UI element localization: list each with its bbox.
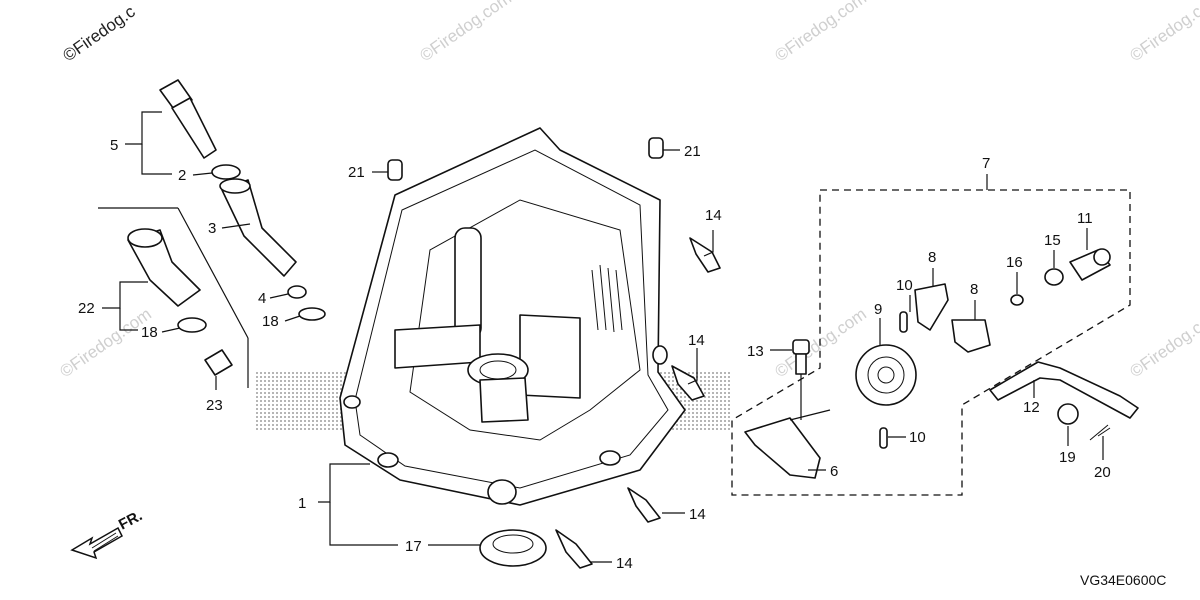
front-direction-arrow: FR.	[70, 507, 145, 560]
governor-assembly-box	[731, 189, 1131, 496]
callout-label: 7	[982, 155, 990, 172]
washer-part	[1044, 268, 1064, 286]
callout-label: 5	[110, 137, 118, 154]
callout-label: 18	[262, 313, 279, 330]
callout-label: 21	[684, 143, 701, 160]
o-ring-part	[298, 307, 326, 321]
callout-label: 14	[689, 506, 706, 523]
diagram-code: VG34E0600C	[1080, 572, 1166, 588]
filler-tube-part	[219, 178, 297, 277]
watermark: ©Firedog.com	[771, 304, 870, 381]
callout-label: 10	[909, 429, 926, 446]
callout-label: 3	[208, 220, 216, 237]
callout-label: 23	[206, 397, 223, 414]
governor-holder-part	[744, 409, 831, 479]
callout-label: 14	[688, 332, 705, 349]
callout-label: 21	[348, 164, 365, 181]
washer-clip-part	[287, 285, 307, 299]
callout-label: 8	[970, 281, 978, 298]
callout-label: 19	[1059, 449, 1076, 466]
o-ring-part	[211, 164, 241, 180]
callout-label: 17	[405, 538, 422, 555]
governor-weight-part	[951, 319, 991, 353]
watermark: ©Firedog.com	[1126, 0, 1200, 65]
pin-part	[899, 311, 908, 333]
callout-label: 6	[830, 463, 838, 480]
front-indicator-label: FR.	[116, 507, 145, 533]
callout-label: 20	[1094, 464, 1111, 481]
bolt-part	[792, 339, 810, 375]
watermark: ©Firedog.com	[416, 0, 515, 65]
oil-level-gauge-part	[159, 79, 217, 159]
callout-label: 16	[1006, 254, 1023, 271]
flange-bolt-part	[671, 365, 705, 401]
flange-bolt-part	[555, 529, 593, 569]
oil-drain-plug-part	[127, 228, 207, 333]
watermark: ©Firedog.com	[1126, 304, 1200, 381]
callout-label: 8	[928, 249, 936, 266]
callout-label: 15	[1044, 232, 1061, 249]
callout-labels: 5 2 3 4 18 22 18 23 21 21 14 14 14 14 1 …	[78, 137, 1111, 572]
callout-label: 18	[141, 324, 158, 341]
watermark: ©Firedog.com	[771, 0, 870, 65]
governor-weight-part	[914, 283, 949, 331]
washer-part	[1057, 403, 1079, 425]
leader-lines	[98, 111, 1104, 563]
clip-part	[204, 349, 233, 376]
washer-part	[1010, 294, 1024, 306]
governor-slider-part	[1069, 248, 1111, 281]
callout-label: 14	[705, 207, 722, 224]
callout-label: 2	[178, 167, 186, 184]
callout-label: 4	[258, 290, 266, 307]
dowel-pin-part	[387, 159, 403, 181]
crankcase-cover-part	[339, 127, 686, 506]
governor-gear-part	[855, 344, 917, 406]
flange-bolt-part	[627, 487, 661, 523]
dowel-pin-part	[648, 137, 664, 159]
clip-part	[1089, 424, 1111, 441]
pin-part	[879, 427, 888, 449]
callout-label: 10	[896, 277, 913, 294]
callout-label: 13	[747, 343, 764, 360]
callout-label: 22	[78, 300, 95, 317]
watermark: ©Firedog.com	[56, 304, 155, 381]
oil-seal-part	[479, 529, 547, 567]
governor-arm-part	[989, 361, 1139, 419]
callout-label: 12	[1023, 399, 1040, 416]
callout-label: 9	[874, 301, 882, 318]
callout-label: 11	[1077, 210, 1093, 227]
callout-label: 1	[298, 495, 306, 512]
watermark-top-left: ©Firedog.c	[59, 2, 139, 66]
callout-label: 14	[616, 555, 633, 572]
